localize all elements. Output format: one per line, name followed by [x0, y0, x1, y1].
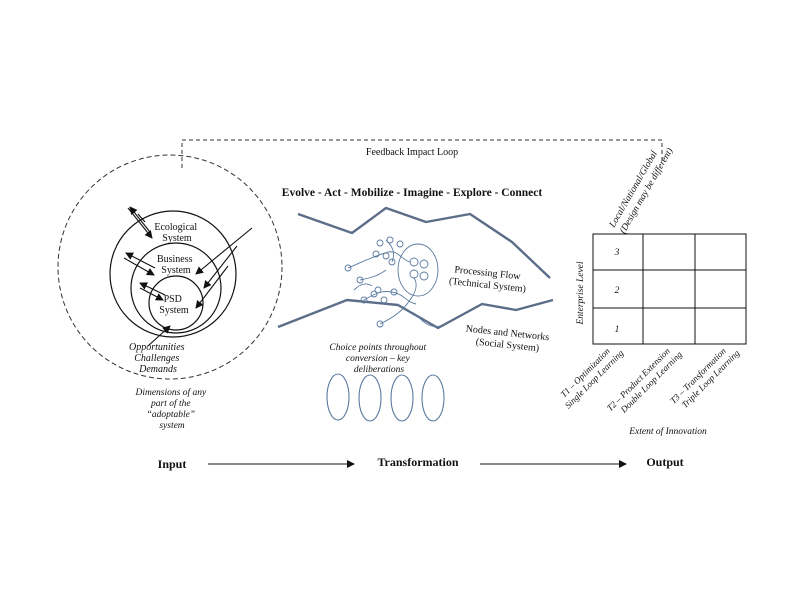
header-phrase: Evolve - Act - Mobilize - Imagine - Expl… — [282, 187, 543, 199]
choice-point-3 — [390, 374, 414, 422]
scope-label: Local/National/Global (Design may be dif… — [607, 140, 675, 236]
ecological-system-circle — [109, 210, 237, 338]
pressures-label: Opportunities Challenges Demands — [129, 342, 187, 375]
system-arrows — [123, 206, 253, 347]
business-system-circle — [130, 242, 222, 334]
choice-point-2 — [358, 374, 382, 422]
choice-point-ellipses — [326, 373, 445, 422]
output-section: Local/National/Global (Design may be dif… — [558, 140, 747, 437]
extent-of-innovation-label: Extent of Innovation — [628, 426, 707, 437]
feedback-loop-line — [181, 139, 663, 168]
choice-points-label: Choice points throughout conversion – ke… — [329, 343, 428, 375]
processing-flow-line — [297, 206, 551, 279]
transformation-section: Evolve - Act - Mobilize - Imagine - Expl… — [277, 187, 554, 422]
business-label: Business System — [157, 254, 195, 276]
choice-point-1 — [326, 373, 350, 421]
processing-flow-label: Processing Flow (Technical System) — [448, 264, 527, 295]
choice-point-4 — [421, 374, 445, 422]
innovation-grid — [592, 233, 747, 345]
input-label: Input — [158, 457, 187, 471]
input-section: Ecological System Business System PSD Sy… — [57, 154, 283, 431]
level-2: 2 — [615, 286, 620, 296]
psd-label: PSD System — [159, 294, 189, 316]
ecological-label: Ecological System — [154, 222, 199, 244]
network-hub — [397, 243, 439, 297]
dimensions-label: Dimensions of any part of the “adoptable… — [134, 387, 208, 431]
nodes-networks-line — [277, 298, 554, 330]
output-label: Output — [646, 455, 683, 469]
level-3: 3 — [614, 248, 620, 258]
adoptable-system-boundary — [57, 154, 283, 380]
feedback-loop-label: Feedback Impact Loop — [366, 147, 458, 158]
nodes-networks-label: Nodes and Networks (Social System) — [464, 324, 552, 356]
level-1: 1 — [615, 325, 620, 335]
enterprise-level-label: Enterprise Level — [576, 261, 586, 325]
column-t3-label: T3 – Transformation Triple Loop Learning — [668, 340, 742, 414]
network-sketch — [344, 236, 441, 328]
flow-row: Input Transformation Output — [158, 455, 684, 471]
transformation-label: Transformation — [377, 455, 458, 469]
